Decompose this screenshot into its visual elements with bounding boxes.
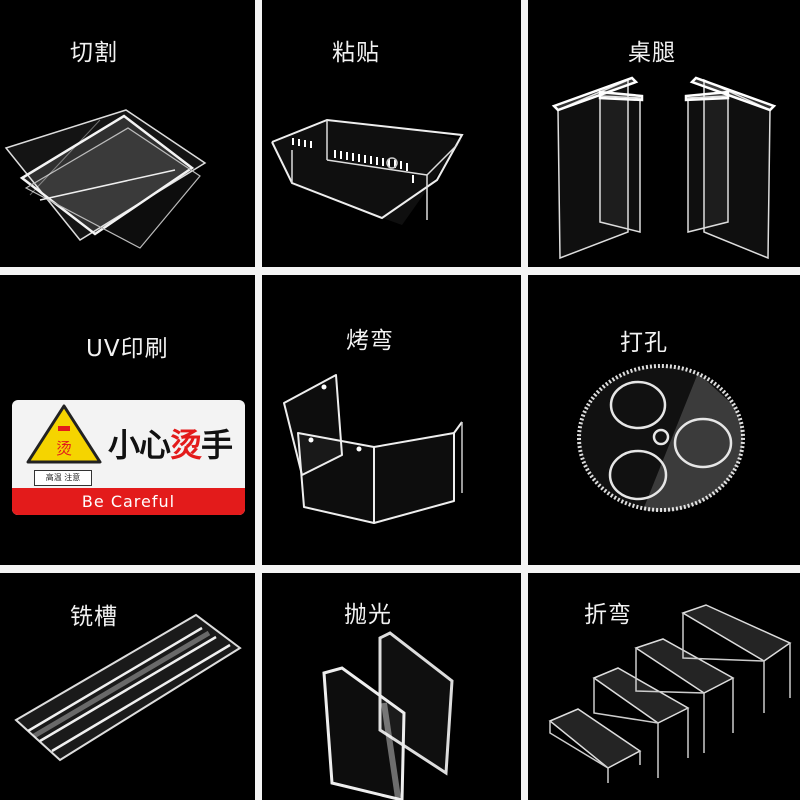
cell-table-legs: 桌腿 xyxy=(528,0,800,267)
cell-polishing: 抛光 xyxy=(262,573,521,800)
cell-label: 粘贴 xyxy=(332,40,380,66)
cell-label: 抛光 xyxy=(344,602,392,628)
cell-folding: 折弯 xyxy=(528,573,800,800)
cell-bonding: 粘贴 xyxy=(262,0,521,267)
cell-label: 烤弯 xyxy=(346,328,394,354)
milled-bar-illustration xyxy=(14,613,242,762)
cell-drilling: 打孔 xyxy=(528,275,800,565)
cell-label: 切割 xyxy=(70,40,118,66)
sign-band: Be Careful xyxy=(12,488,245,515)
warning-sign: 烫 高温 注意 小心烫手 Be Careful xyxy=(12,400,245,515)
cell-label: 打孔 xyxy=(620,330,668,356)
polished-blocks-illustration xyxy=(322,631,454,800)
acrylic-sheets-illustration xyxy=(4,109,207,249)
drilled-disc-illustration xyxy=(577,364,745,512)
cell-milling: 铣槽 xyxy=(0,573,255,800)
cell-label: 铣槽 xyxy=(70,604,118,630)
bent-shield-illustration xyxy=(283,374,463,524)
cell-label: 桌腿 xyxy=(628,40,676,66)
table-legs-illustration xyxy=(551,76,777,260)
sign-main-text: 小心烫手 xyxy=(108,426,233,464)
cell-label: UV印刷 xyxy=(86,336,169,362)
cell-heat-bending: 烤弯 xyxy=(262,275,521,565)
sign-sub-text: 高温 注意 xyxy=(34,470,92,486)
warning-triangle-icon: 烫 xyxy=(26,404,102,464)
cell-cutting: 切割 xyxy=(0,0,255,267)
folded-risers-illustration xyxy=(548,604,792,783)
acrylic-box-illustration xyxy=(271,118,464,225)
cell-uv-printing: UV印刷 烫 高温 注意 小心烫手 Be Careful xyxy=(0,275,255,565)
cell-label: 折弯 xyxy=(584,602,632,628)
svg-text:烫: 烫 xyxy=(56,439,72,458)
